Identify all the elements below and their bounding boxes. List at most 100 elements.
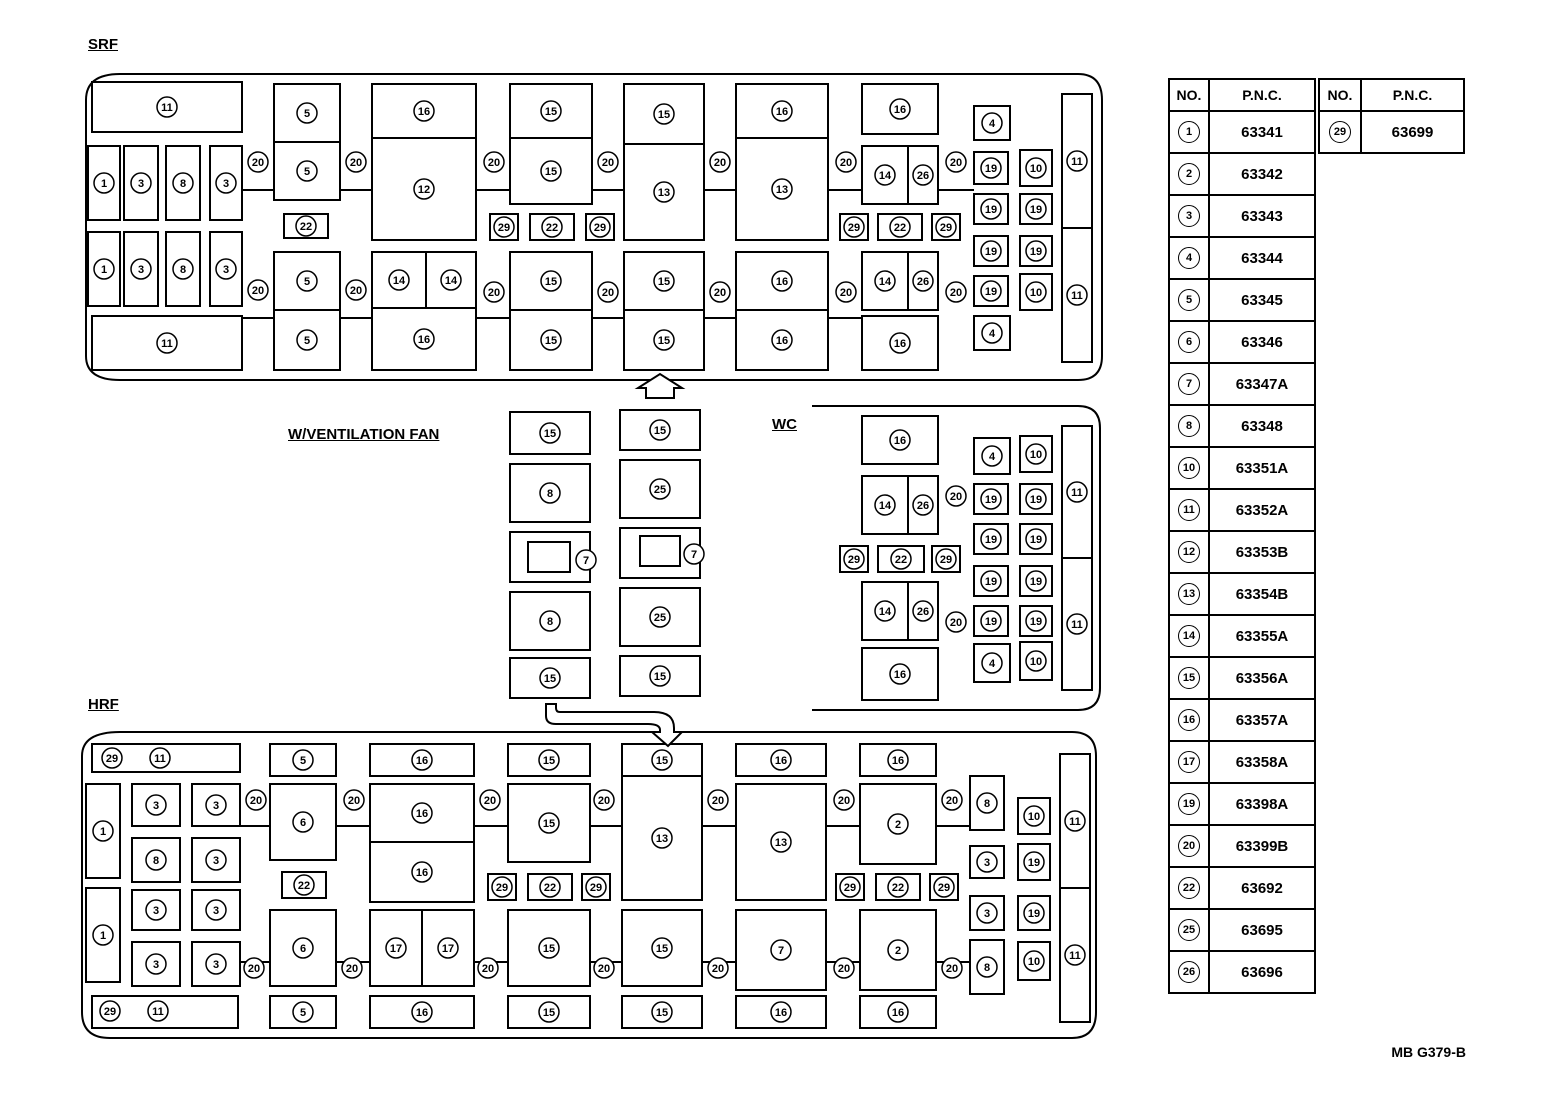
- svg-text:8: 8: [547, 616, 553, 628]
- svg-text:13: 13: [656, 833, 668, 845]
- callout-n20: 20: [945, 485, 967, 507]
- callout-n20: 20: [247, 279, 269, 301]
- callout-n5: 5: [296, 329, 318, 351]
- part-box: [1019, 523, 1053, 555]
- svg-text:19: 19: [1028, 857, 1040, 869]
- callout-n15: 15: [539, 422, 561, 444]
- callout-n8: 8: [539, 610, 561, 632]
- part-box: [191, 783, 241, 827]
- parts-table-side: NO. P.N.C. 29 63699: [1318, 78, 1465, 154]
- callout-n5: 5: [292, 1001, 314, 1023]
- part-box: [973, 275, 1009, 307]
- callout-circle: 10: [1178, 457, 1200, 479]
- callout-n20: 20: [593, 789, 615, 811]
- svg-text:19: 19: [985, 163, 997, 175]
- svg-text:20: 20: [712, 795, 724, 807]
- callout-n3: 3: [145, 899, 167, 921]
- part-box: [931, 213, 961, 241]
- part-box: [131, 941, 181, 987]
- callout-n15: 15: [540, 270, 562, 292]
- svg-text:16: 16: [418, 106, 430, 118]
- callout-n11: 11: [156, 96, 178, 118]
- svg-text:14: 14: [879, 276, 892, 288]
- pnc-cell: 63352A: [1208, 488, 1316, 532]
- callout-n19: 19: [1025, 528, 1047, 550]
- svg-text:29: 29: [848, 222, 860, 234]
- part-box: [283, 213, 329, 239]
- part-box: [973, 315, 1011, 351]
- part-box: [527, 873, 573, 901]
- callout-circle: 16: [1178, 709, 1200, 731]
- svg-text:15: 15: [658, 335, 670, 347]
- svg-text:3: 3: [984, 857, 990, 869]
- svg-text:20: 20: [950, 617, 962, 629]
- pnc-cell: 63358A: [1208, 740, 1316, 784]
- hrf-label: HRF: [88, 696, 119, 713]
- callout-n15: 15: [651, 749, 673, 771]
- svg-text:15: 15: [658, 109, 670, 121]
- callout-n15: 15: [649, 419, 671, 441]
- svg-text:2: 2: [895, 819, 901, 831]
- callout-n16: 16: [887, 1001, 909, 1023]
- callout-n19: 19: [980, 528, 1002, 550]
- svg-text:19: 19: [985, 576, 997, 588]
- svg-text:4: 4: [989, 451, 996, 463]
- callout-n29: 29: [585, 876, 607, 898]
- callout-n17: 17: [385, 937, 407, 959]
- svg-text:12: 12: [418, 184, 430, 196]
- wc-panel-outline: [812, 405, 1101, 711]
- callout-circle: 7: [1178, 373, 1200, 395]
- part-box: [1017, 797, 1051, 835]
- part-box: [85, 783, 121, 879]
- svg-text:3: 3: [213, 959, 219, 971]
- svg-text:8: 8: [153, 855, 159, 867]
- svg-text:8: 8: [180, 178, 186, 190]
- callout-n12: 12: [413, 178, 435, 200]
- callout-n20: 20: [343, 789, 365, 811]
- callout-n1: 1: [92, 924, 114, 946]
- part-box: [91, 315, 243, 371]
- part-box: [87, 231, 121, 307]
- part-box: [621, 995, 703, 1029]
- callout-circle: 15: [1178, 667, 1200, 689]
- svg-text:20: 20: [602, 157, 614, 169]
- svg-text:22: 22: [300, 221, 312, 233]
- callout-circle: 8: [1178, 415, 1200, 437]
- part-box: [509, 463, 591, 523]
- svg-text:20: 20: [840, 157, 852, 169]
- callout-n5: 5: [292, 749, 314, 771]
- svg-text:20: 20: [950, 157, 962, 169]
- svg-text:26: 26: [917, 276, 929, 288]
- part-box: [273, 141, 341, 201]
- svg-text:26: 26: [917, 170, 929, 182]
- part-box: [209, 145, 243, 221]
- part-box: [839, 545, 869, 573]
- part-box: [735, 783, 827, 901]
- part-box: [191, 941, 241, 987]
- part-box: [529, 213, 575, 241]
- part-box: [1017, 895, 1051, 931]
- callout-n13: 13: [770, 831, 792, 853]
- callout-n20: 20: [483, 281, 505, 303]
- part-box: [907, 145, 939, 205]
- part-box: [1019, 235, 1053, 267]
- svg-text:20: 20: [248, 963, 260, 975]
- svg-text:26: 26: [917, 500, 929, 512]
- callout-n29: 29: [99, 1000, 121, 1022]
- part-box: [165, 145, 201, 221]
- callout-n17: 17: [437, 937, 459, 959]
- callout-n20: 20: [835, 281, 857, 303]
- ventilation-fan-label: W/VENTILATION FAN: [288, 426, 440, 443]
- svg-text:3: 3: [223, 178, 229, 190]
- callout-n11: 11: [1064, 810, 1086, 832]
- callout-n15: 15: [540, 160, 562, 182]
- svg-text:1: 1: [101, 264, 107, 276]
- svg-text:15: 15: [545, 106, 557, 118]
- svg-text:29: 29: [940, 222, 952, 234]
- callout-n19: 19: [980, 198, 1002, 220]
